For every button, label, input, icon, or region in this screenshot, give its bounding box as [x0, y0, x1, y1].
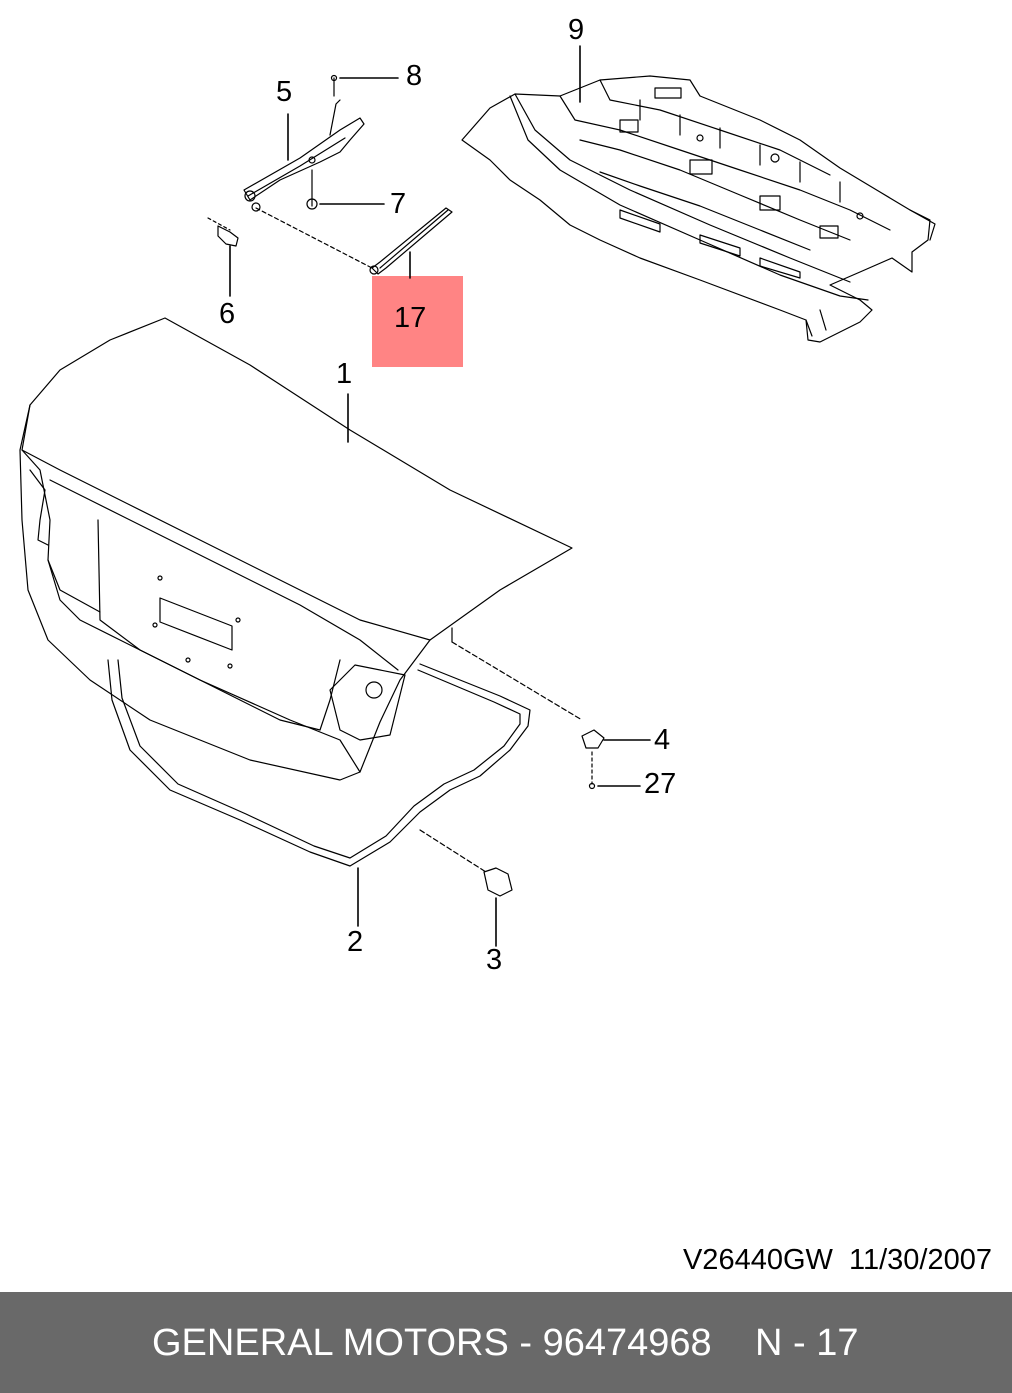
callout-9: 9: [568, 14, 585, 46]
callout-6: 6: [219, 298, 236, 330]
footer-brand-part-number: GENERAL MOTORS - 96474968: [152, 1322, 712, 1364]
weatherstrip-part: [107, 659, 531, 927]
callout-27: 27: [644, 768, 677, 800]
bolt-part-6: [207, 217, 239, 297]
callout-4: 4: [654, 724, 671, 756]
callout-17: 17: [394, 302, 427, 334]
bumper-stop-part: [419, 829, 513, 947]
document-code: V26440GW 11/30/2007: [682, 1244, 992, 1276]
callout-2: 2: [347, 926, 364, 958]
screw-part-27: [588, 751, 641, 790]
clip-nut-part: [451, 641, 651, 749]
gas-strut-part-17: [255, 207, 453, 279]
callout-3: 3: [486, 944, 503, 976]
exploded-view-drawing: [19, 45, 936, 947]
bolt-part-8: [330, 74, 399, 97]
rear-panel-part: [461, 45, 936, 343]
footer-bar: GENERAL MOTORS - 96474968 N - 17: [0, 1292, 1012, 1393]
callout-8: 8: [406, 60, 423, 92]
callout-7: 7: [390, 188, 407, 220]
callout-1: 1: [336, 358, 353, 390]
hinge-part: [243, 99, 365, 212]
trunk-lid-part: [19, 317, 573, 781]
bolt-part-7: [306, 169, 385, 210]
highlight-box: [372, 276, 463, 367]
footer-page-reference: N - 17: [755, 1322, 859, 1364]
callout-5: 5: [276, 76, 293, 108]
